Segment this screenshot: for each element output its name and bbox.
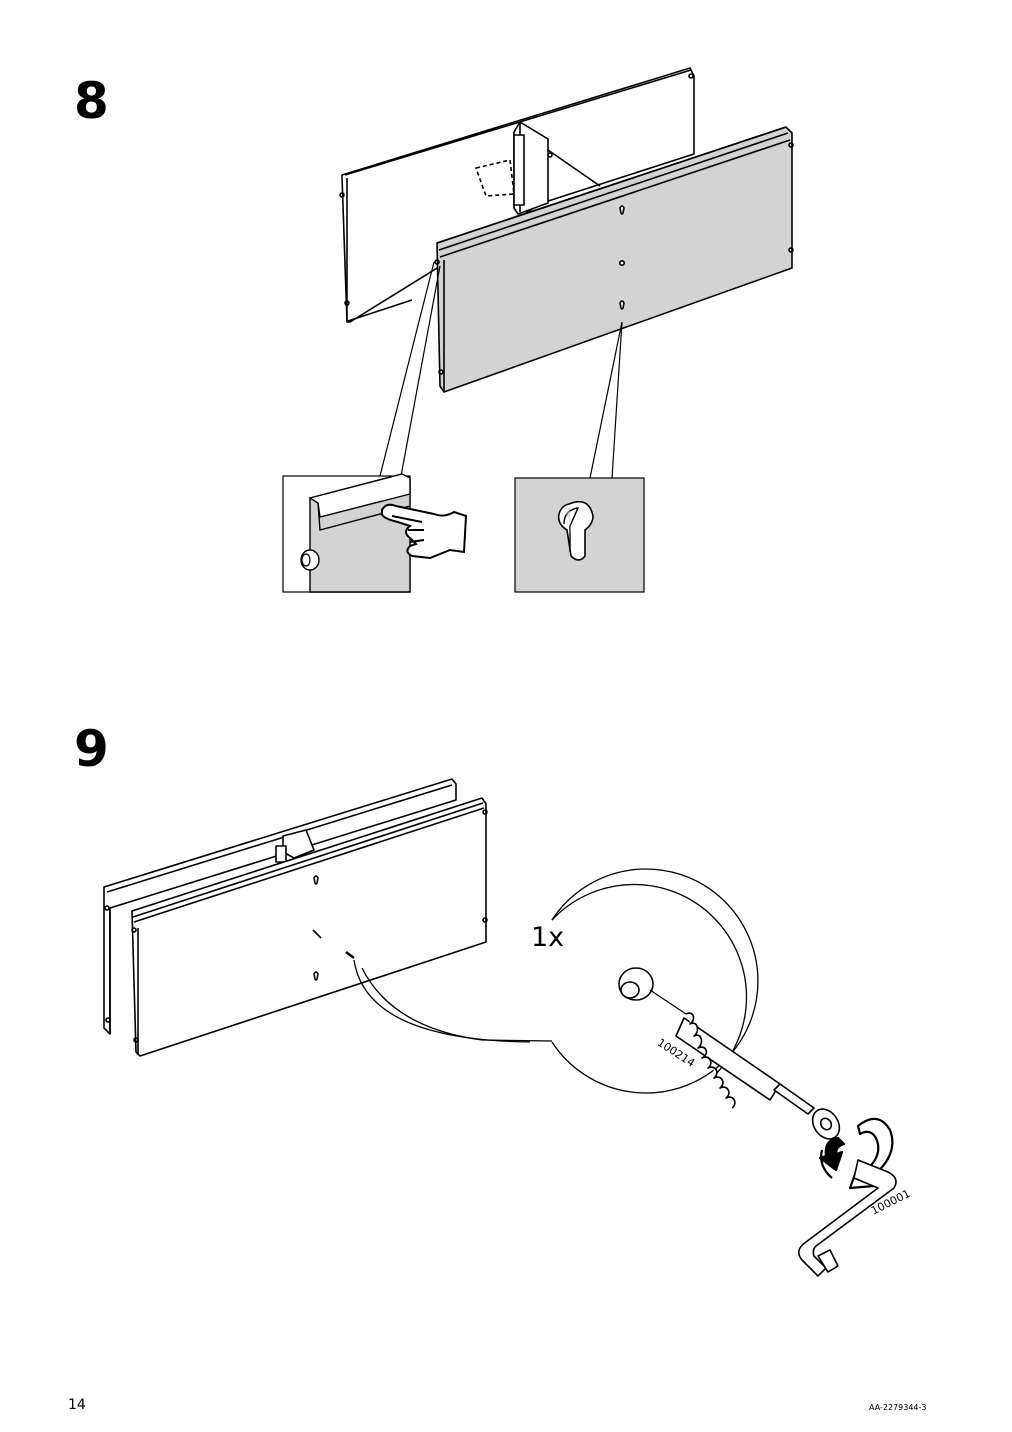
step-9-number: 9 <box>74 720 109 778</box>
dowel-hole-icon <box>618 967 654 1001</box>
step-8-illustration <box>282 67 794 593</box>
screw-icon <box>675 1012 841 1140</box>
front-panel <box>434 126 794 393</box>
front-panel <box>131 797 488 1057</box>
document-code: AA-2279344-3 <box>869 1403 927 1412</box>
hand-press-icon <box>380 503 468 560</box>
quantity-label: 1x <box>531 922 565 953</box>
allen-key-icon <box>798 1159 897 1277</box>
detail-box-slot <box>514 477 645 593</box>
step-8-number: 8 <box>74 72 109 130</box>
step-9-illustration <box>103 778 897 1277</box>
knob-icon <box>300 549 320 571</box>
keyhole-slot-icon <box>557 500 594 561</box>
detail-box-edge <box>282 473 468 593</box>
center-bracket <box>475 121 601 215</box>
page-number: 14 <box>68 1397 86 1413</box>
center-bracket <box>275 829 315 863</box>
